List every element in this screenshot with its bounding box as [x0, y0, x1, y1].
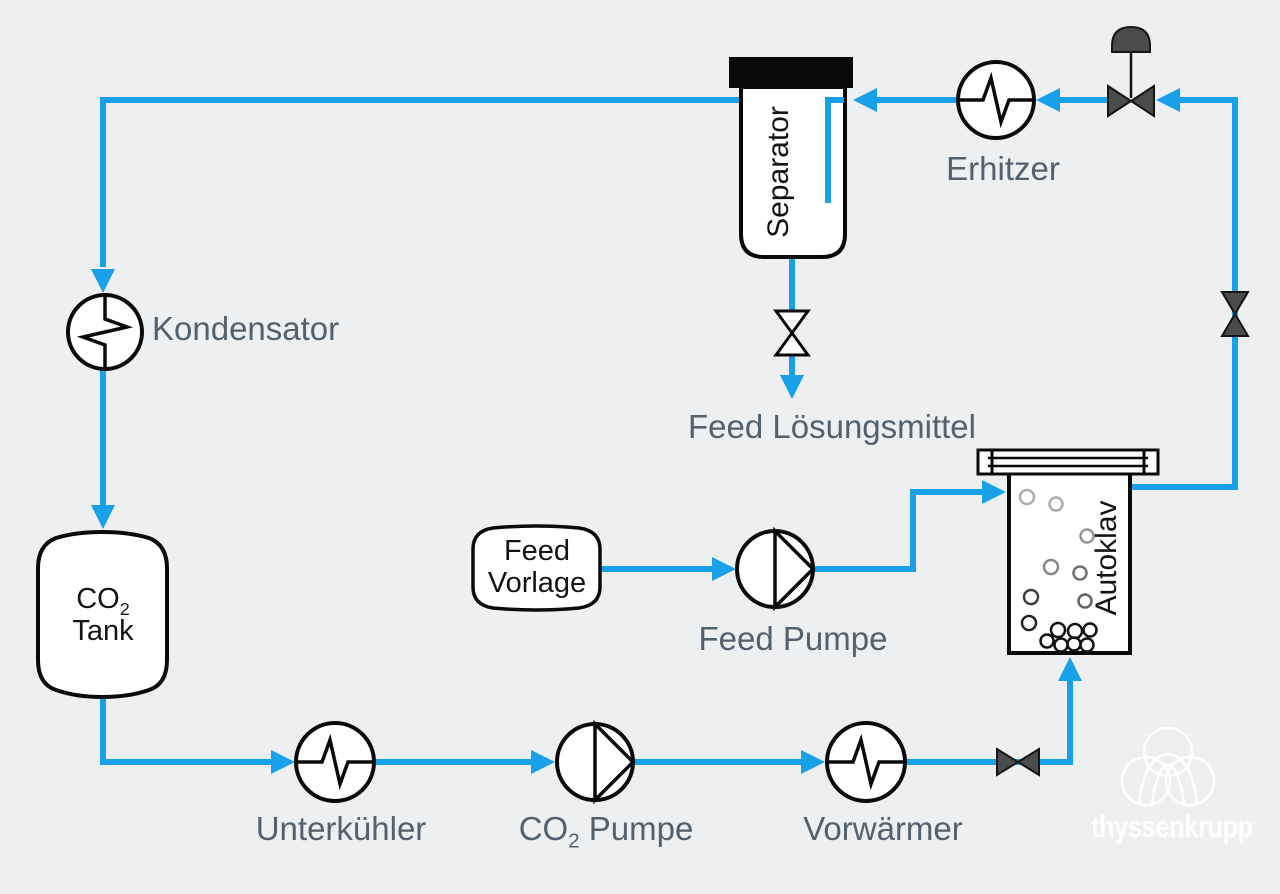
feed-pumpe-icon	[735, 526, 816, 612]
flow-arrows	[91, 88, 1180, 774]
arrow-into-vorwaermer	[801, 750, 825, 774]
feed-loesungsmittel-label: Feed Lösungsmittel	[688, 408, 976, 445]
vorwaermer-icon	[825, 721, 907, 803]
kondensator-label: Kondensator	[152, 310, 340, 347]
erhitzer-icon	[956, 60, 1036, 140]
thyssenkrupp-logo-icon	[1120, 726, 1216, 807]
erhitzer-label: Erhitzer	[946, 150, 1060, 187]
arrow-into-co2pumpe	[531, 750, 555, 774]
autoklav-vessel	[976, 448, 1160, 655]
pipe-feedpumpe-to-autoklav	[813, 489, 982, 572]
pipe-separator-to-kondensator	[100, 97, 741, 267]
co2-tank-vessel	[36, 529, 169, 700]
arrow-into-erhitzer	[1036, 88, 1060, 112]
kondensator-icon	[66, 293, 144, 371]
co2-pumpe-label: CO2 Pumpe	[518, 810, 694, 853]
pipe-vorwaermer-to-autoklav	[905, 681, 1073, 765]
pipe-autoklav-to-topvalve	[1130, 97, 1238, 490]
separator-dip-tube	[825, 97, 844, 203]
autoklav-lid	[976, 448, 1160, 476]
arrow-into-co2tank	[91, 505, 115, 529]
separator-cap	[729, 57, 853, 88]
separator-vessel	[729, 57, 853, 259]
arrow-into-separator	[853, 88, 877, 112]
arrow-into-autoklav-left	[982, 480, 1006, 504]
co2-tank-label: CO2 Tank	[72, 583, 134, 647]
arrow-feed-loesungsmittel-out	[780, 375, 804, 399]
control-valve-with-actuator-icon	[1107, 25, 1155, 118]
bottom-valve-icon	[996, 747, 1040, 777]
thyssenkrupp-wordmark: thyssenkrupp	[1091, 809, 1253, 844]
unterkuehler-icon	[294, 721, 376, 803]
separator-label: Separator	[762, 106, 795, 238]
actuator-dome	[1111, 25, 1151, 53]
arrow-into-topvalve	[1156, 88, 1180, 112]
arrow-into-feedpumpe	[712, 557, 736, 581]
autoklav-bubbles	[1018, 488, 1098, 653]
arrow-into-unterkuehler	[271, 750, 295, 774]
unterkuehler-label: Unterkühler	[255, 810, 427, 847]
feed-pumpe-label: Feed Pumpe	[698, 620, 888, 657]
vorwaermer-label: Vorwärmer	[803, 810, 963, 847]
arrow-into-kondensator	[91, 269, 115, 293]
arrow-into-autoklav-bottom	[1058, 657, 1082, 681]
separator-drain-valve-icon	[773, 309, 811, 357]
riser-valve-icon	[1220, 291, 1250, 337]
feed-vorlage-label: Feed Vorlage	[487, 535, 587, 599]
co2-pumpe-icon	[555, 719, 636, 805]
autoklav-label: Autoklav	[1090, 500, 1123, 616]
feed-vorlage-vessel	[471, 524, 602, 612]
pipe-network	[100, 97, 1238, 765]
pipe-tank-to-unterkuehler	[100, 695, 271, 765]
